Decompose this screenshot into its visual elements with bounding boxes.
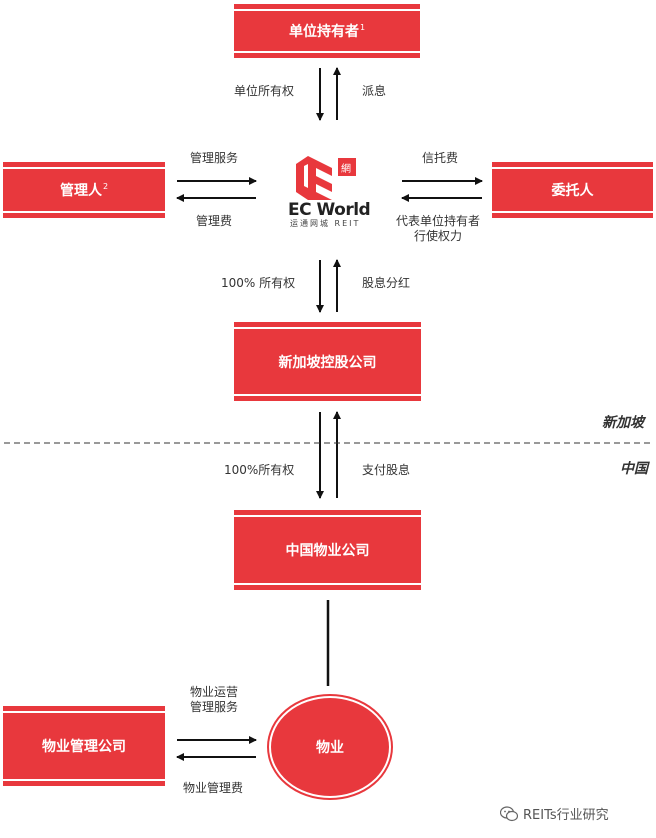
- label-distribution: 派息: [362, 84, 387, 98]
- trustee-label: 委托人: [551, 183, 594, 199]
- label-prop-ops: 物业运营 管理服务: [190, 685, 238, 715]
- sg-holdco-label: 新加坡控股公司: [278, 354, 377, 371]
- label-dividends: 股息分红: [362, 276, 411, 290]
- logo-title: EC World: [288, 200, 371, 220]
- china-prop-co-label: 中国物业公司: [285, 543, 370, 559]
- watermark: REITs行业研究: [500, 804, 609, 823]
- property-circle: 物业: [269, 696, 391, 798]
- label-unit-ownership: 单位所有权: [234, 84, 295, 98]
- china-prop-co-box: 中国物业公司: [234, 510, 421, 590]
- watermark-text: REITs行业研究: [523, 808, 609, 823]
- logo-subtitle-en: REIT: [334, 219, 361, 228]
- label-trustee-rights: 代表单位持有者 行使权力: [396, 214, 480, 244]
- ec-world-logo-icon: 網: [296, 156, 356, 200]
- prop-mgmt-co-box: 物业管理公司: [3, 706, 165, 786]
- label-pay-dividends: 支付股息: [362, 463, 411, 477]
- logo-subtitle-cn: 运通网城: [290, 219, 330, 228]
- wechat-icon: [500, 805, 518, 821]
- trustee-box: 委托人: [492, 162, 653, 218]
- label-trustee-rights-line2: 行使权力: [414, 229, 463, 243]
- label-own-100-sg: 100% 所有权: [221, 276, 296, 290]
- label-prop-ops-line2: 管理服务: [190, 700, 239, 714]
- label-prop-mgmt-fee: 物业管理费: [183, 781, 244, 795]
- manager-footnote: 2: [102, 181, 109, 191]
- label-trustee-fee: 信托费: [422, 151, 459, 165]
- unitholders-label: 单位持有者: [288, 24, 359, 40]
- prop-mgmt-co-label: 物业管理公司: [42, 739, 126, 755]
- region-singapore: 新加坡: [602, 415, 644, 431]
- ec-world-logo: 網: [284, 152, 376, 232]
- label-prop-ops-line1: 物业运营: [190, 685, 239, 699]
- manager-label: 管理人: [59, 183, 102, 199]
- logo-subtitle: 运通网城 REIT: [290, 218, 360, 229]
- label-trustee-rights-line1: 代表单位持有者: [396, 214, 481, 228]
- label-mgmt-fee: 管理费: [196, 214, 233, 228]
- label-own-100-cn: 100%所有权: [224, 463, 295, 477]
- region-china: 中国: [620, 461, 648, 477]
- sg-holdco-box: 新加坡控股公司: [234, 322, 421, 401]
- unitholders-footnote: 1: [359, 22, 366, 32]
- property-label: 物业: [316, 740, 344, 756]
- label-mgmt-services: 管理服务: [190, 151, 239, 165]
- svg-text:網: 網: [341, 162, 351, 175]
